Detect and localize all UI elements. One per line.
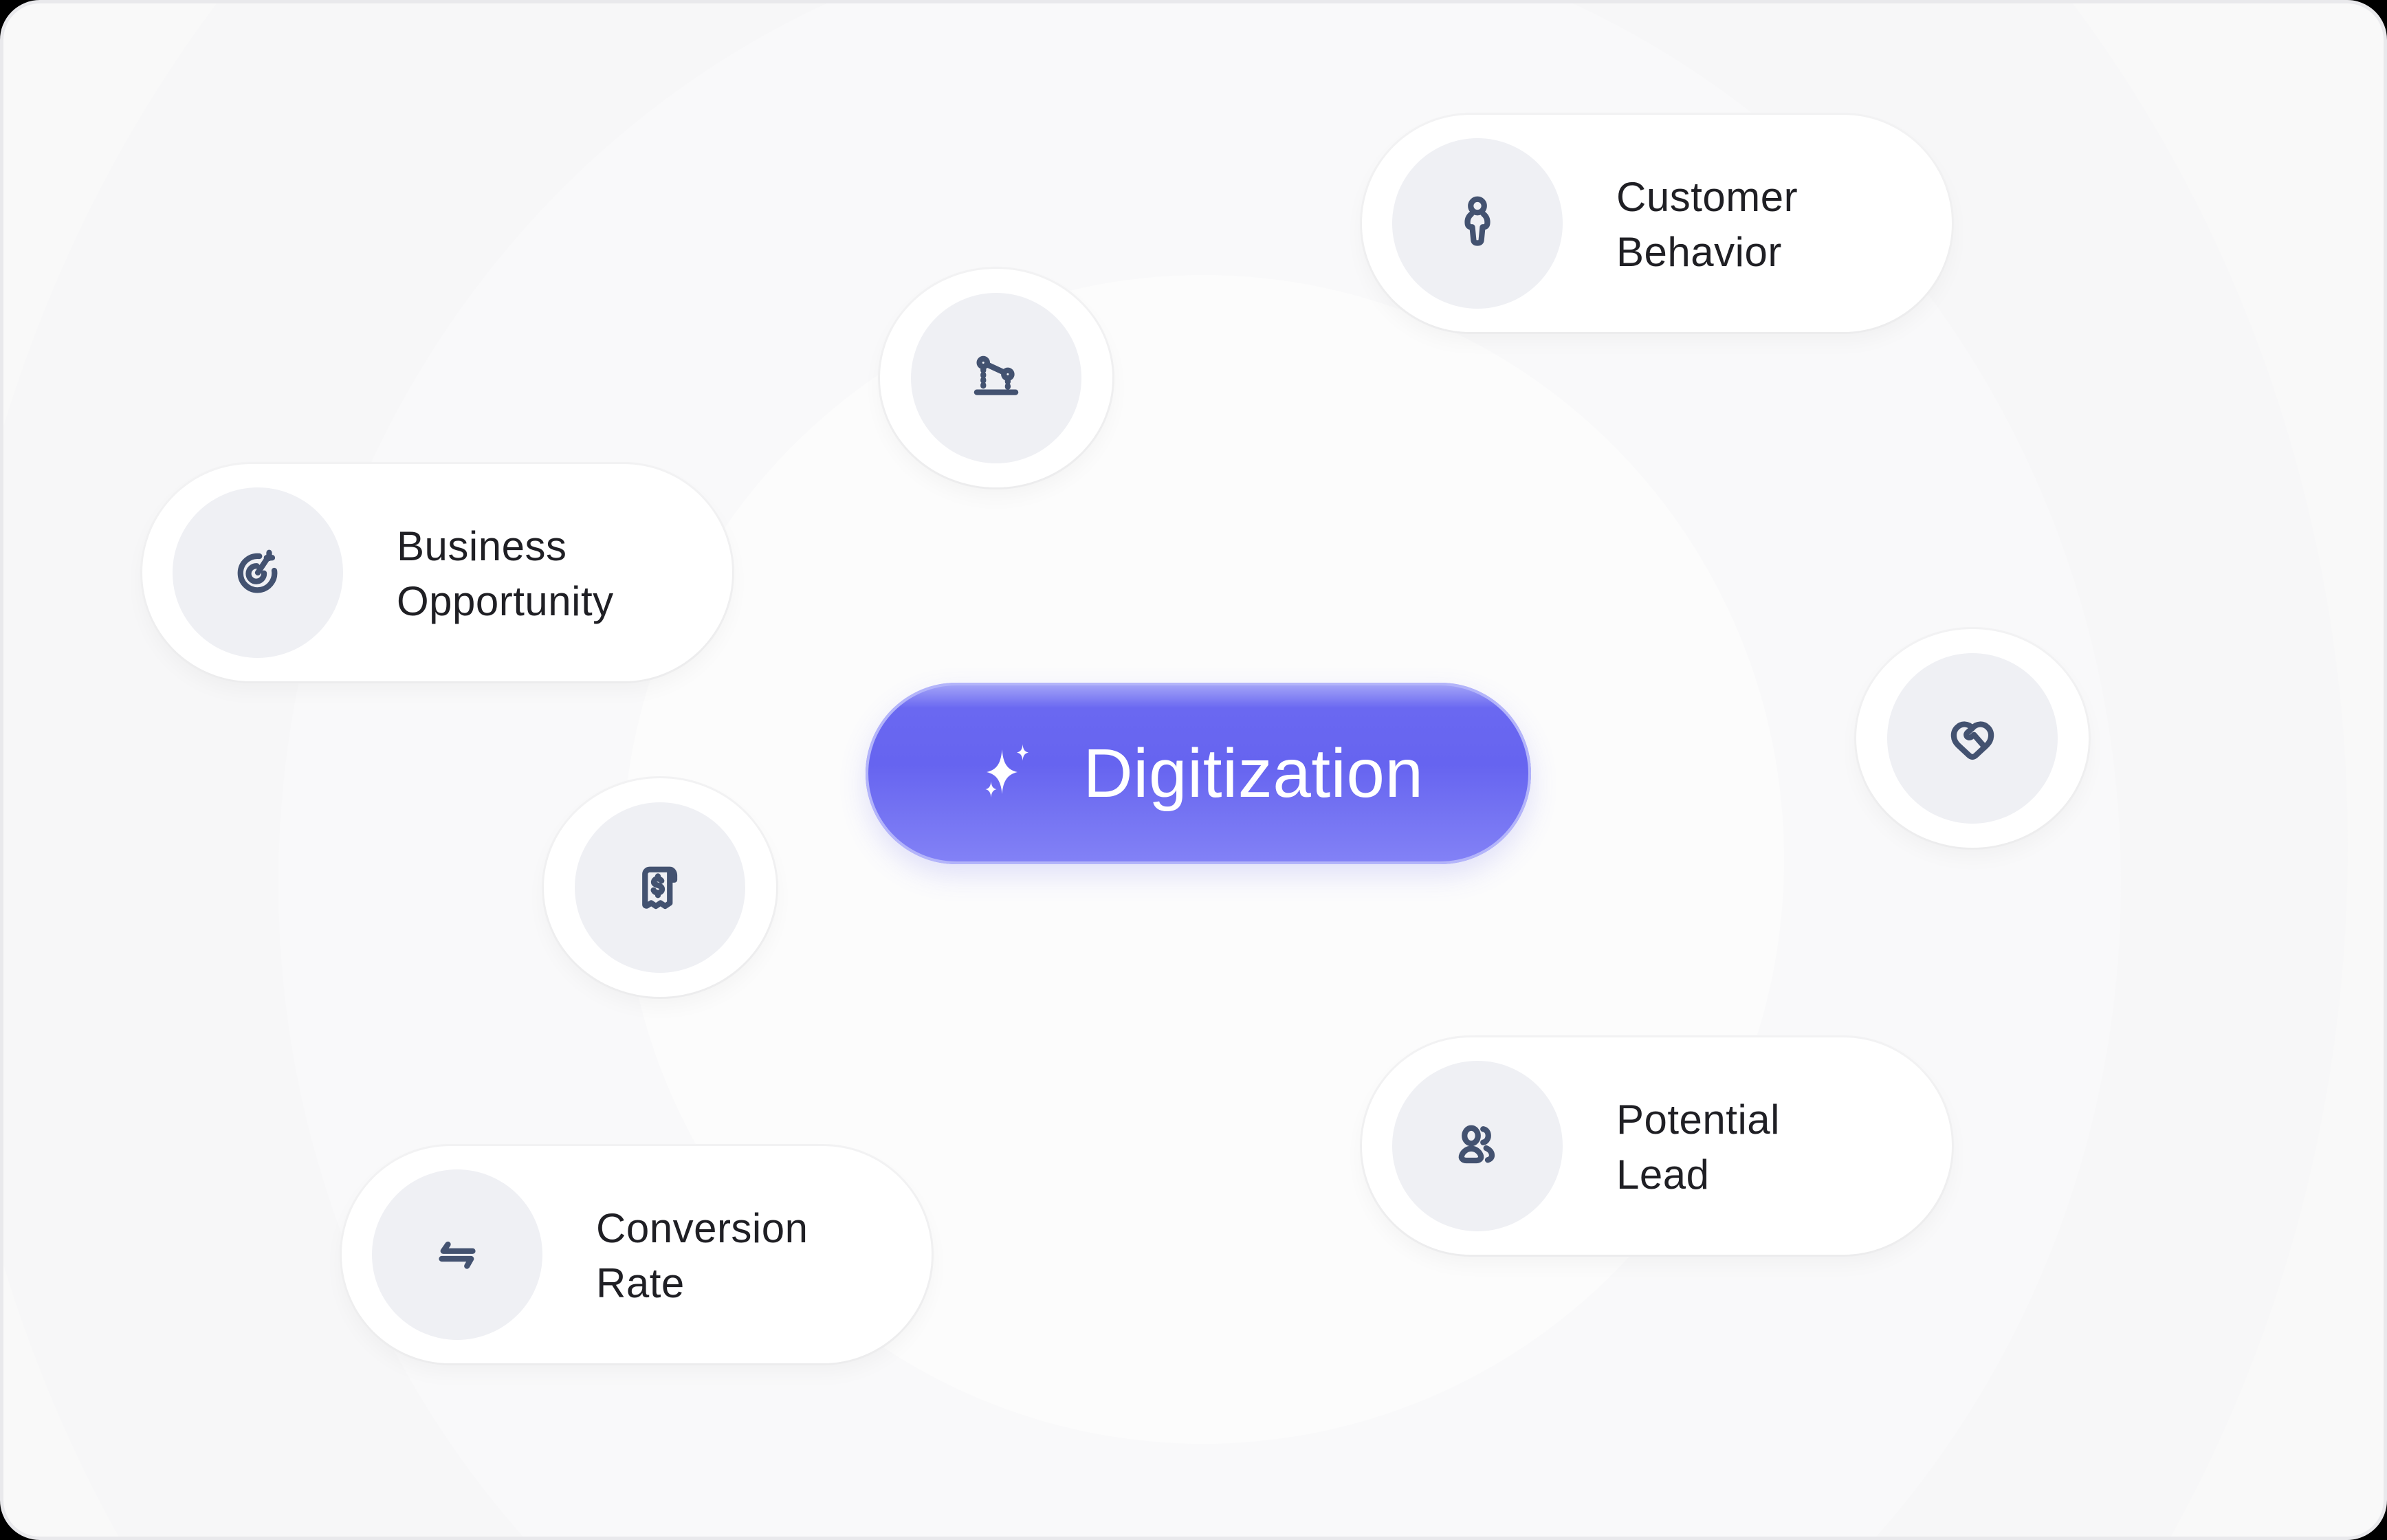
handshake-heart-icon	[1950, 721, 1994, 760]
icon-chip	[173, 487, 343, 658]
icon-chip	[911, 293, 1081, 463]
node-billing[interactable]	[544, 778, 776, 997]
center-node-digitization[interactable]: Digitization	[866, 683, 1531, 864]
icon-chip	[1887, 653, 2058, 824]
chart-line-icon	[974, 355, 1019, 395]
node-business-opportunity[interactable]: Business Opportunity	[142, 464, 732, 681]
target-icon	[237, 549, 278, 593]
person-icon	[1464, 196, 1490, 246]
icon-chip	[575, 802, 745, 973]
node-trust[interactable]	[1856, 629, 2089, 848]
users-icon	[1458, 1125, 1495, 1164]
icon-chip	[372, 1169, 542, 1340]
node-conversion-rate[interactable]: Conversion Rate	[342, 1146, 932, 1363]
node-potential-lead[interactable]: Potential Lead	[1362, 1037, 1952, 1255]
node-label: Customer Behavior	[1616, 174, 1798, 275]
receipt-dollar-icon	[642, 866, 678, 910]
node-customer-behavior[interactable]: Customer Behavior	[1362, 115, 1952, 332]
node-label: Potential Lead	[1616, 1097, 1780, 1198]
icon-chip	[1392, 138, 1563, 309]
sparkles-icon	[985, 744, 1029, 798]
node-label: Conversion Rate	[596, 1205, 808, 1306]
arrows-swap-icon	[439, 1241, 476, 1269]
center-label: Digitization	[1083, 734, 1424, 812]
node-label: Business Opportunity	[397, 523, 614, 624]
node-analytics[interactable]	[880, 269, 1112, 487]
icon-chip	[1392, 1061, 1563, 1231]
